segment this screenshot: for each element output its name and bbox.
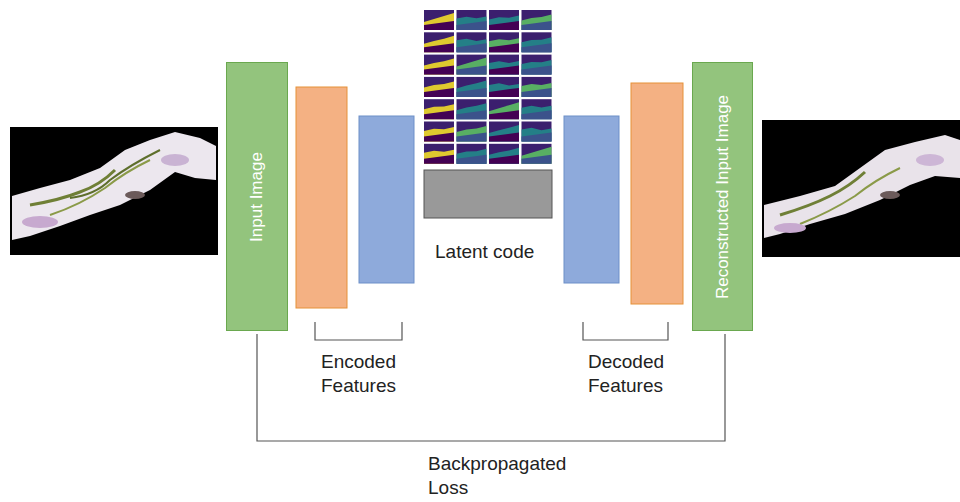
layer-label: Input Image — [247, 152, 267, 242]
encoder-layer — [359, 116, 414, 283]
feature-map — [489, 144, 519, 164]
bracket — [315, 322, 402, 340]
decoder-layer — [564, 116, 619, 283]
input-photo — [10, 127, 218, 255]
feature-map — [522, 144, 552, 164]
layer-box: Input Image — [226, 62, 288, 331]
feature-map — [424, 144, 454, 164]
layer-box: Reconstructed Input Image — [692, 62, 753, 331]
annotation: Backpropagated Loss — [428, 452, 598, 500]
feature-map — [457, 99, 487, 119]
feature-map — [489, 32, 519, 52]
feature-map — [424, 32, 454, 52]
feature-map — [522, 122, 552, 142]
feature-map — [522, 99, 552, 119]
latent-bar — [424, 170, 552, 218]
feature-map — [489, 122, 519, 142]
bracket — [257, 334, 725, 441]
annotation: Decoded Features — [588, 350, 688, 398]
feature-map — [424, 55, 454, 75]
bracket — [583, 322, 668, 340]
annotation: Latent code — [435, 240, 565, 264]
layer-label: Reconstructed Input Image — [713, 94, 733, 298]
feature-map — [489, 77, 519, 97]
feature-map — [457, 32, 487, 52]
feature-map — [424, 122, 454, 142]
feature-map — [489, 99, 519, 119]
feature-map — [522, 10, 552, 30]
reconstructed-photo — [762, 120, 960, 257]
feature-map — [457, 122, 487, 142]
feature-map — [522, 77, 552, 97]
feature-map — [457, 10, 487, 30]
feature-map — [424, 10, 454, 30]
feature-maps — [424, 10, 552, 164]
feature-map — [457, 77, 487, 97]
feature-map — [522, 32, 552, 52]
feature-map — [522, 55, 552, 75]
feature-map — [424, 99, 454, 119]
feature-map — [424, 77, 454, 97]
feature-map — [457, 55, 487, 75]
feature-map — [489, 55, 519, 75]
annotation: Encoded Features — [321, 350, 421, 398]
encoder-layer — [296, 87, 347, 308]
feature-map — [489, 10, 519, 30]
decoder-layer — [631, 83, 683, 304]
feature-map — [457, 144, 487, 164]
